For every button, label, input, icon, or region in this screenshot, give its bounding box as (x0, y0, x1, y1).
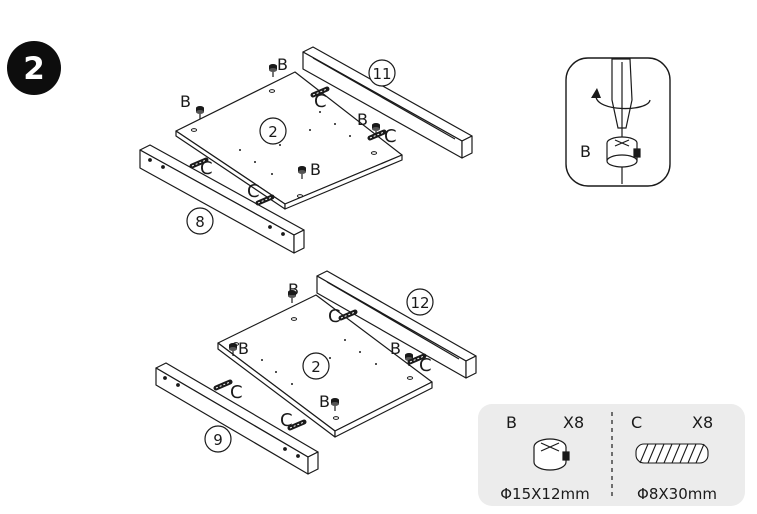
callout-c: C (247, 181, 260, 202)
front-rail-bottom (155, 362, 319, 475)
callouts-top: B B B B C C C C (180, 55, 397, 202)
callout-c: C (419, 355, 432, 376)
hardware-quantity: X8 (563, 413, 584, 432)
part-number-panel-top: 2 (259, 117, 287, 145)
callout-c: C (230, 382, 243, 403)
hardware-size: Φ15X12mm (500, 485, 589, 503)
svg-text:2: 2 (268, 123, 278, 141)
callout-c: C (280, 410, 293, 431)
detail-inset: B (565, 57, 671, 187)
wood-dowel-icon (635, 443, 709, 464)
cam-lock-detail-icon (606, 136, 641, 168)
callouts-bottom: B B B B C C C C (230, 280, 432, 431)
callout-b: B (390, 339, 401, 358)
part-number-back-rail-top: 11 (368, 59, 396, 87)
callout-c: C (384, 126, 397, 147)
front-rail-top (139, 144, 305, 254)
callout-c: C (200, 158, 213, 179)
svg-text:11: 11 (372, 65, 391, 83)
callout-b: B (288, 280, 299, 299)
hardware-size: Φ8X30mm (637, 485, 717, 503)
svg-text:8: 8 (195, 213, 205, 231)
callout-b: B (180, 92, 191, 111)
callout-b: B (357, 110, 368, 129)
back-rail-bottom (316, 270, 477, 379)
hardware-item-c: C X8 Φ8X30mm (631, 413, 717, 503)
assembly-top (139, 46, 473, 254)
rotate-arrow-icon (591, 88, 651, 110)
hardware-quantity: X8 (692, 413, 713, 432)
hardware-item-b: B X8 Φ15X12mm (500, 413, 589, 503)
back-rail-top (302, 46, 473, 159)
hardware-letter: B (506, 413, 517, 432)
step-number: 2 (23, 51, 45, 87)
cam-lock-icon (533, 438, 570, 471)
svg-text:9: 9 (213, 431, 223, 449)
part-number-back-rail-bottom: 12 (406, 288, 434, 316)
panel-top (175, 71, 403, 210)
part-number-front-rail-bottom: 9 (204, 425, 232, 453)
svg-text:2: 2 (311, 358, 321, 376)
part-number-front-rail-top: 8 (186, 207, 214, 235)
hardware-letter: C (631, 413, 642, 432)
part-number-panel-bottom: 2 (302, 352, 330, 380)
svg-text:12: 12 (410, 294, 429, 312)
step-badge: 2 (7, 41, 61, 95)
callout-b: B (319, 392, 330, 411)
callout-b: B (238, 339, 249, 358)
callout-c: C (328, 306, 341, 327)
detail-label-b: B (580, 142, 591, 161)
callout-c: C (314, 91, 327, 112)
callout-b: B (310, 160, 321, 179)
callout-b: B (277, 55, 288, 74)
hardware-legend: B X8 Φ15X12mm C X8 Φ8X30mm (478, 404, 745, 506)
